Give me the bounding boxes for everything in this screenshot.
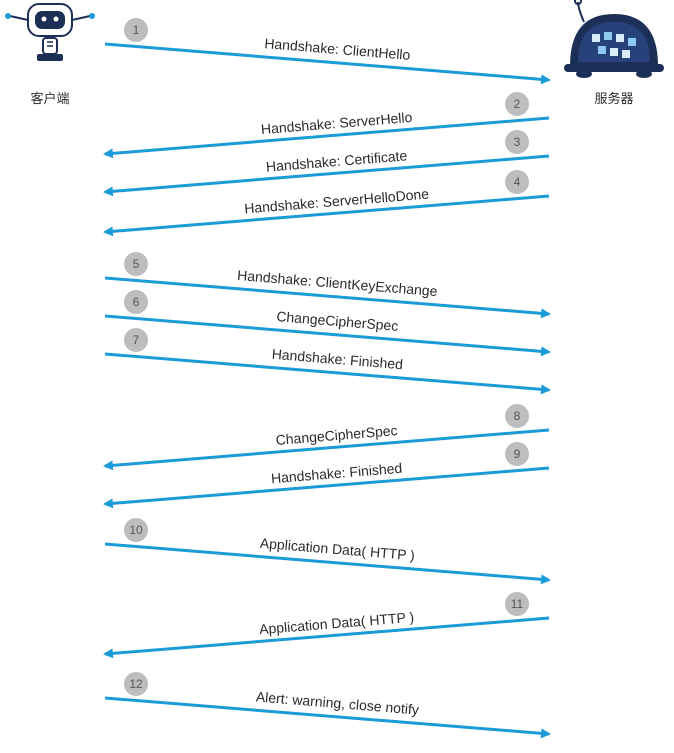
step-badge: 9 — [505, 442, 529, 466]
step-badge: 10 — [124, 518, 148, 542]
step-number: 4 — [514, 175, 521, 189]
step-badge: 1 — [124, 18, 148, 42]
message-arrow — [103, 116, 550, 159]
step-number: 6 — [133, 295, 140, 309]
step-number: 2 — [514, 97, 521, 111]
step-number: 8 — [514, 409, 521, 423]
step-badge: 11 — [505, 592, 529, 616]
message-arrow — [104, 352, 551, 395]
step-number: 3 — [514, 135, 521, 149]
message-arrow — [104, 314, 551, 357]
message-arrow — [103, 466, 550, 509]
message-arrow — [103, 194, 550, 237]
client-robot-icon — [5, 3, 95, 61]
message-label: Handshake: ClientKeyExchange — [237, 267, 439, 299]
message-arrow — [103, 428, 550, 471]
step-badge: 6 — [124, 290, 148, 314]
step-number: 12 — [129, 677, 143, 691]
step-number: 11 — [511, 597, 524, 611]
step-badge: 3 — [505, 130, 529, 154]
step-badge: 7 — [124, 328, 148, 352]
step-badge: 4 — [505, 170, 529, 194]
step-number: 7 — [133, 333, 140, 347]
message-arrow — [104, 696, 551, 739]
step-number: 5 — [133, 257, 140, 271]
step-number: 10 — [129, 523, 143, 537]
server-robot-icon — [564, 0, 664, 78]
step-badge: 12 — [124, 672, 148, 696]
message-arrow — [104, 542, 551, 585]
step-badge: 5 — [124, 252, 148, 276]
message-arrow — [103, 154, 550, 197]
message-arrow — [104, 276, 551, 319]
step-badge: 2 — [505, 92, 529, 116]
step-number: 9 — [514, 447, 521, 461]
client-label: 客户端 — [30, 91, 69, 106]
message-label: Handshake: ServerHello — [260, 109, 413, 137]
message-arrow — [103, 616, 550, 659]
step-number: 1 — [133, 23, 140, 37]
message-label: Application Data( HTTP ) — [259, 609, 415, 638]
message-arrow — [104, 42, 551, 85]
server-label: 服务器 — [594, 91, 633, 106]
step-badge: 8 — [505, 404, 529, 428]
